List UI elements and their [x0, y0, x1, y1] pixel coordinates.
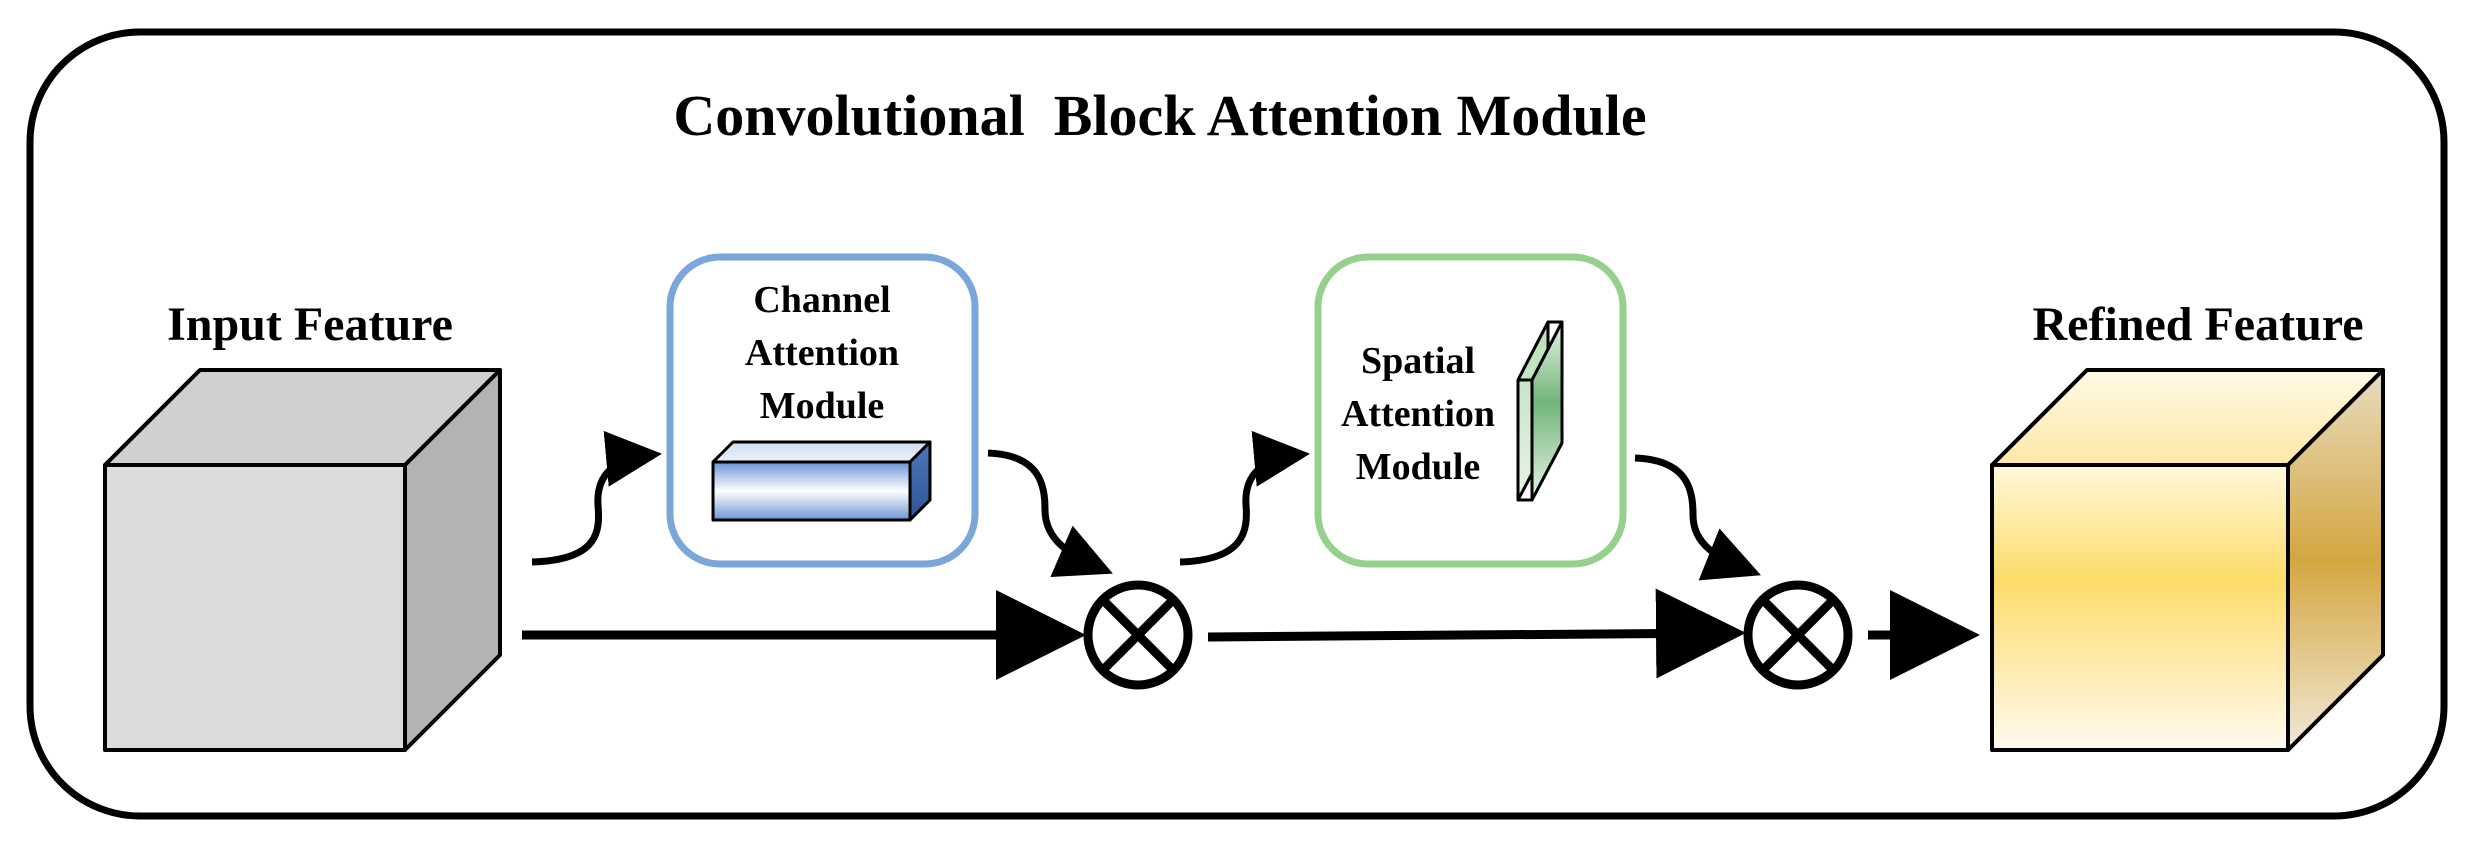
channel-label-line-1: Channel: [753, 279, 890, 321]
arrow-spatial-to-multiply-2: [1634, 454, 1761, 581]
arrow-channel-to-multiply-1: [987, 449, 1113, 577]
input-cube-front: [103, 463, 407, 752]
channel-bar-top: [711, 440, 932, 464]
channel-label-line-2: Attention: [745, 332, 899, 374]
channel-bar-front: [711, 460, 912, 522]
multiply-operator-1-icon: [1083, 580, 1193, 690]
refined-feature-label: Refined Feature: [2032, 298, 2363, 351]
spatial-attention-slab: [1516, 320, 1564, 502]
arrow-input-to-channel: [531, 430, 662, 566]
multiply-operator-2-icon: [1743, 580, 1853, 690]
spatial-label-line-3: Module: [1356, 446, 1481, 488]
input-feature-cube: [103, 368, 502, 752]
spatial-slab-face: [1530, 320, 1564, 502]
refined-feature-cube: [1990, 368, 2385, 752]
arrow-multiply-1-to-spatial: [1179, 430, 1310, 566]
spatial-label-line-2: Attention: [1341, 393, 1495, 435]
diagram-title: Convolutional Block Attention Module: [673, 83, 1646, 148]
arrow-multiply-1-to-multiply-2: [1207, 588, 1746, 679]
spatial-label-line-1: Spatial: [1361, 340, 1475, 382]
channel-attention-bar: [711, 440, 932, 522]
refined-cube-front: [1990, 463, 2290, 752]
input-feature-label: Input Feature: [167, 298, 453, 351]
channel-label-line-3: Module: [760, 385, 885, 427]
